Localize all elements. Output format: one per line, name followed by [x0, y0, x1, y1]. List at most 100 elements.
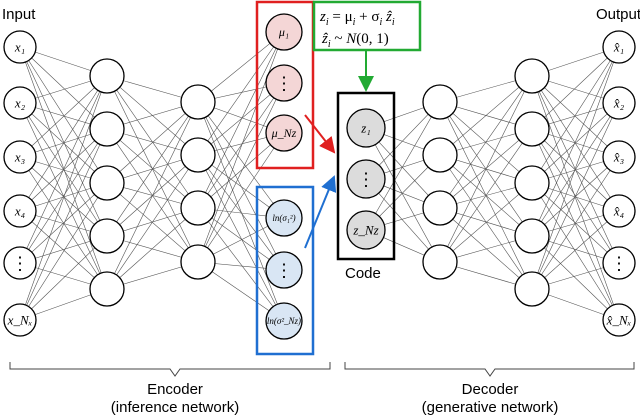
connection-line: [19, 235, 108, 321]
connection-line: [439, 75, 533, 263]
network-connections: [19, 31, 620, 322]
connection-line: [197, 82, 285, 156]
connection-line: [439, 182, 533, 263]
connection-line: [106, 154, 199, 290]
decoder-hidden-1-node: [422, 137, 458, 173]
encoder-hidden-1-node: [89, 271, 125, 307]
decoder-hidden-2-node: [514, 218, 550, 254]
encoder-sublabel: (inference network): [111, 399, 239, 416]
mu-node-label: μ₁: [278, 25, 289, 39]
output-node-label: x̂_Nₓ: [606, 313, 632, 328]
connection-line: [19, 75, 108, 212]
input-node: [3, 86, 37, 120]
encoder-brace: [9, 362, 331, 377]
encoder-hidden-2-node: [180, 137, 216, 173]
output-node-label: x̂₂: [613, 96, 625, 111]
connection-line: [19, 128, 108, 321]
code-node: [346, 159, 386, 199]
connection-line: [19, 128, 108, 264]
input-node: [3, 194, 37, 228]
output-node-label: x̂₁: [613, 40, 624, 55]
input-node-label: x₂: [14, 96, 26, 111]
code-node: [346, 108, 386, 148]
code-node-label: ⋮: [357, 169, 375, 189]
connection-line: [197, 101, 285, 322]
connection-line: [106, 207, 199, 290]
connection-line: [197, 154, 285, 271]
sigma-box: [255, 185, 315, 356]
decoder-hidden-2-node: [514, 165, 550, 201]
connection-line: [531, 156, 620, 290]
connection-line: [19, 46, 108, 290]
input-node-label: x₁: [14, 40, 25, 55]
sigma-node-label: ln(σ²_Nz): [267, 316, 301, 326]
output-node: [602, 30, 636, 64]
connection-line: [531, 102, 620, 184]
connection-line: [19, 46, 108, 237]
input-node-label: ⋮: [11, 253, 29, 273]
decoder-hidden-2-node: [514, 271, 550, 307]
output-label: Output: [596, 6, 640, 23]
connection-line: [197, 82, 285, 263]
encoder-hidden-2-node: [180, 190, 216, 226]
encoder-hidden-1-node: [89, 58, 125, 94]
output-node: [602, 140, 636, 174]
sigma-node: [265, 199, 303, 237]
mu-node: [265, 114, 303, 152]
connection-line: [439, 128, 533, 263]
input-node: [3, 140, 37, 174]
input-label: Input: [2, 6, 36, 23]
connection-line: [106, 101, 199, 290]
connection-line: [197, 31, 285, 156]
output-node: [602, 303, 636, 337]
mu-to-code-arrow: [304, 114, 336, 154]
input-node-label: x_Nₓ: [7, 313, 33, 328]
connection-line: [365, 101, 441, 231]
decoder-hidden-1-node: [422, 84, 458, 120]
connection-line: [439, 75, 533, 209]
decoder-hidden-2-node: [514, 58, 550, 94]
encoder-hidden-1-node: [89, 111, 125, 147]
input-node: [3, 30, 37, 64]
sigma-to-code-arrow: [304, 175, 337, 249]
mu-node-label: ⋮: [275, 73, 293, 93]
connection-line: [531, 46, 620, 290]
connection-line: [197, 82, 285, 209]
connection-line: [531, 75, 620, 158]
connection-line: [106, 101, 199, 184]
connection-line: [531, 235, 620, 321]
connection-line: [197, 207, 285, 322]
connection-line: [19, 75, 108, 321]
input-node: [3, 246, 37, 280]
mu-node: [265, 13, 303, 51]
output-node: [602, 194, 636, 228]
connection-line: [197, 132, 285, 209]
encoder-hidden-1-node: [89, 218, 125, 254]
decoder-brace: [344, 362, 635, 377]
sigma-node-label: ⋮: [275, 260, 293, 280]
encoder-hidden-2-node: [180, 244, 216, 280]
connection-line: [531, 46, 620, 130]
connection-line: [197, 101, 285, 271]
encoder-label: Encoder: [147, 381, 203, 398]
formula-line-2: ẑi ~ N(0, 1): [321, 31, 389, 50]
connection-line: [197, 101, 285, 219]
connection-line: [531, 182, 620, 321]
connection-line: [19, 46, 108, 130]
connection-line: [531, 46, 620, 184]
code-box: [336, 91, 396, 261]
connection-line: [531, 102, 620, 237]
connection-line: [531, 102, 620, 290]
code-node-label: z_Nz: [352, 223, 378, 238]
connection-line: [439, 75, 533, 156]
code-node-label: z₁: [360, 121, 371, 136]
encoder-hidden-2-node: [180, 84, 216, 120]
decoder-hidden-2-node: [514, 111, 550, 147]
encoder-hidden-1-node: [89, 165, 125, 201]
connection-line: [531, 46, 620, 237]
connection-line: [197, 31, 285, 263]
connection-line: [197, 132, 285, 263]
connection-line: [19, 182, 108, 264]
